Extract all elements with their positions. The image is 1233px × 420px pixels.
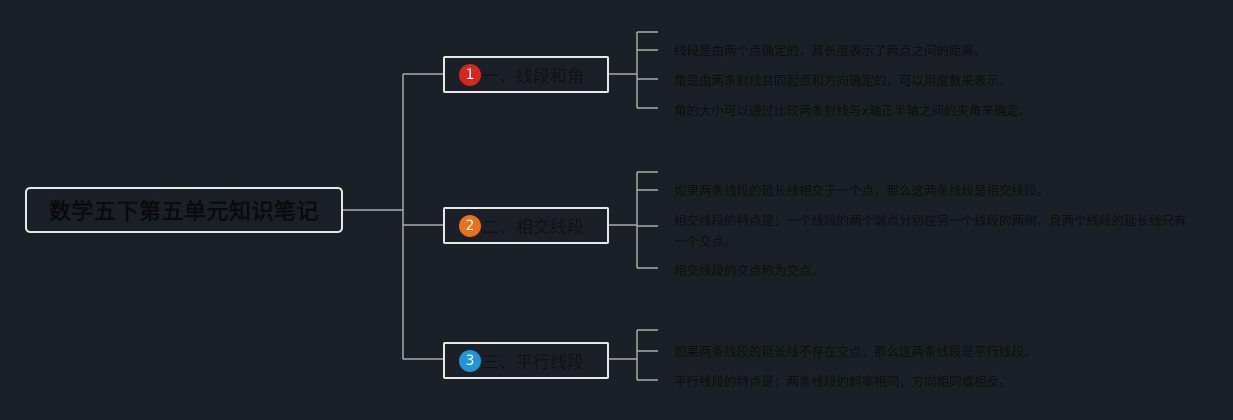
branch-node-2[interactable]: 2 二、相交线段: [443, 207, 609, 244]
root-title: 数学五下第五单元知识笔记: [48, 200, 319, 225]
branch-label-1: 一、线段和角: [482, 67, 584, 87]
branch-label-3: 三、平行线段: [482, 353, 584, 373]
number-badge-3: 3: [459, 349, 481, 372]
root-node[interactable]: 数学五下第五单元知识笔记: [25, 187, 343, 233]
number-badge-1: 1: [459, 63, 481, 86]
leaf-item-2-2[interactable]: 相交线段的特点是：一个线段的两个端点分别在另一个线段的两侧，且两个线段的延长线只…: [674, 213, 1187, 249]
leaf-item-1-2[interactable]: 角是由两条射线共同起点和方向确定的，可以用度数来表示。: [674, 73, 1012, 88]
leaf-item-1-3[interactable]: 角的大小可以通过比较两条射线与x轴正半轴之间的夹角来确定。: [674, 103, 1032, 118]
branch-node-3[interactable]: 3 三、平行线段: [443, 342, 609, 379]
branch-label-2: 二、相交线段: [482, 218, 584, 238]
leaf-item-3-1[interactable]: 如果两条线段的延长线不存在交点，那么这两条线段是平行线段。: [674, 344, 1037, 359]
leaf-item-2-3[interactable]: 相交线段的交点称为交点。: [674, 263, 825, 278]
leaf-item-2-1[interactable]: 如果两条线段的延长线相交于一个点，那么这两条线段是相交线段。: [674, 183, 1050, 198]
branch-node-1[interactable]: 1 一、线段和角: [443, 56, 609, 93]
leaf-item-1-1[interactable]: 线段是由两个点确定的，其长度表示了两点之间的距离。: [674, 43, 987, 58]
leaf-item-3-2[interactable]: 平行线段的特点是：两条线段的斜率相同，方向相同或相反。: [674, 374, 1012, 389]
number-badge-2: 2: [459, 214, 481, 237]
